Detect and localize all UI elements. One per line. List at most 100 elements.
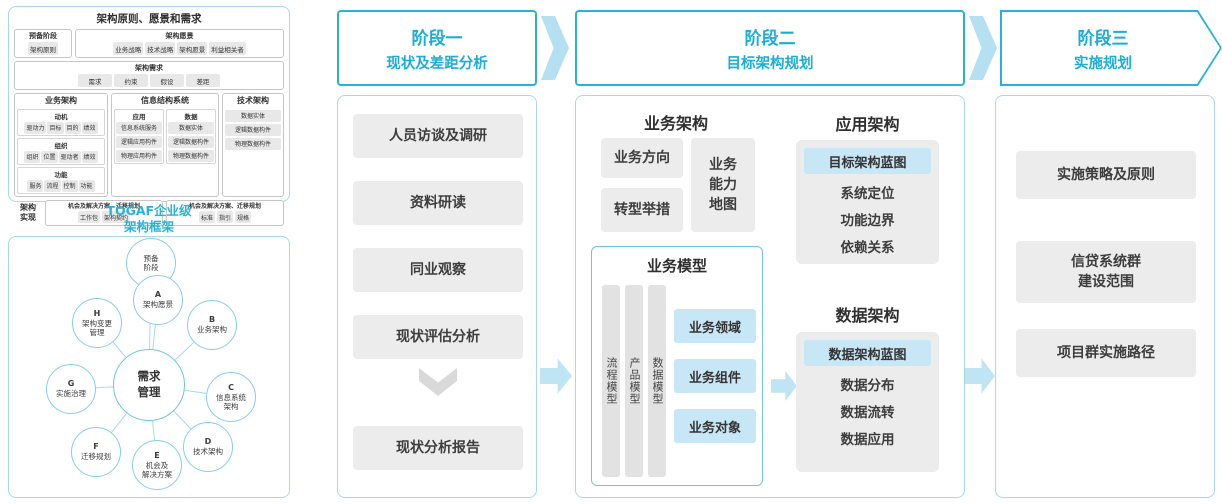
implementation-label: 架构 实现 [20,203,36,222]
data-group: 数据 数据实体 逻辑数据构件 物理数据构件 [166,108,216,164]
phase3-header: 阶段三 实施规划 [1002,12,1220,84]
opportunities-title-1: 机会及解决方案、迁移规划 [67,202,140,210]
requirement-item: 假设 [150,74,184,88]
business-component-box: 业务组件 [674,359,756,393]
application-group-title: 应用 [132,112,146,121]
application-item: 信息系统服务 [116,121,162,134]
data-item: 数据应用 [840,432,895,448]
adm-center-requirements: 需求 管理 [113,349,185,421]
adm-node-label: 信息系统 架构 [216,392,246,411]
business-domain-box: 业务领域 [674,309,756,343]
phase3-scope-box: 信贷系统群 建设范围 [1016,241,1196,303]
vision-item: 业务战略 [113,42,144,56]
opportunities-item: 工作包 [77,211,100,224]
information-systems-title: 信息结构系统 [141,96,189,106]
vision-item: 架构愿景 [177,42,208,56]
opportunities-item: 规格 [235,211,252,224]
phase1-name: 阶段一 [411,28,463,49]
opportunities-item: 标准 [198,211,215,224]
phase1-result-report: 现状分析报告 [353,426,523,470]
phase3-strategy-box: 实施策略及原则 [1016,151,1196,199]
implementation-row: 架构 实现 机会及解决方案、迁移规划 工作包 架构契约 机会及解决方案、迁移规划… [14,199,284,227]
phase1-header: 阶段一 现状及差距分析 [337,10,537,86]
adm-node-label: 业务架构 [197,325,227,335]
phase2-subtitle: 目标架构规划 [726,55,814,72]
phase1-panel: 人员访谈及调研 资料研读 同业观察 现状评估分析 现状分析报告 [337,95,537,498]
phase1-subtitle: 现状及差距分析 [386,55,488,72]
adm-node-letter: B [208,315,216,325]
vision-title: 架构愿景 [165,32,194,40]
phase3-subtitle: 实施规划 [1074,55,1132,72]
business-architecture-section-title: 业务架构 [643,114,708,133]
phase1-to-phase2-arrow-icon [540,358,572,394]
data-architecture-section-title: 数据架构 [835,306,900,325]
prep-vision-row: 预备阶段 架构原则 架构愿景 业务战略 技术战略 架构愿景 利益相关者 [14,29,284,59]
adm-node-label: 机会及 解决方案 [142,460,172,479]
business-capability-map-box: 业务 能力 地图 [691,138,755,232]
adm-node-label: 架构愿景 [143,300,173,310]
vision-box: 架构愿景 业务战略 技术战略 架构愿景 利益相关者 [75,29,284,59]
adm-node-e-opportunities: E 机会及 解决方案 [132,440,182,490]
function-item: 服务 [27,179,44,192]
requirements-box: 架构需求 需求 约束 假设 差距 [14,61,284,91]
function-item: 流程 [44,179,61,192]
phase-separator-chevron-icon [969,16,997,80]
transformation-initiatives-box: 转型举措 [601,188,683,232]
phase3-header-arrow: 阶段三 实施规划 [1000,10,1222,86]
application-item: 物理应用构件 [116,149,162,162]
function-item: 控制 [61,179,78,192]
business-object-box: 业务对象 [674,409,756,443]
adm-node-letter: A [154,290,162,300]
function-item: 功能 [78,179,95,192]
data-item: 逻辑数据构件 [168,135,214,148]
data-architecture-blueprint: 数据架构蓝图 [804,340,931,366]
requirement-item: 需求 [78,74,112,88]
business-model-panel: 业务模型 流程模型 产品模型 数据模型 业务领域 业务组件 业务对象 [591,246,763,486]
vision-item: 技术战略 [145,42,176,56]
product-model-box: 产品模型 [625,285,643,477]
adm-node-letter: E [154,450,160,460]
data-architecture-box: 数据架构蓝图 数据分布 数据流转 数据应用 [796,332,939,472]
requirement-item: 差距 [186,74,220,88]
data-item: 数据分布 [840,378,895,394]
opportunities-title-2: 机会及解决方案、迁移规划 [188,202,261,210]
principles-panel-title: 架构原则、愿景和需求 [96,13,202,25]
function-title: 功能 [54,170,68,179]
motivation-item: 目标 [47,121,64,134]
adm-node-label: 架构变更 管理 [82,318,112,337]
phase3-name: 阶段三 [1077,28,1129,49]
application-item: 功能边界 [840,213,895,229]
data-group-title: 数据 [184,112,198,121]
technology-architecture-title: 技术架构 [237,96,269,106]
adm-node-letter: F [93,442,99,452]
technology-item: 物理数据构件 [225,137,281,150]
adm-node-label: 迁移规划 [81,452,111,462]
down-arrow-icon [419,368,457,396]
adm-node-label: 实施治理 [56,389,86,399]
phase2-header: 阶段二 目标架构规划 [575,10,965,86]
organization-item: 绩效 [81,150,98,163]
togaf-framework-label: TOGAF企业级 架构框架 [106,203,192,235]
adm-node-c-information-systems: C 信息系统 架构 [206,372,256,422]
business-architecture-title: 业务架构 [45,96,77,106]
adm-node-label: 预备 阶段 [143,253,159,272]
application-group: 应用 信息系统服务 逻辑应用构件 物理应用构件 [114,108,164,164]
organization-group: 组织 组织 位置 驱动者 绩效 [17,137,105,165]
adm-node-h-change-management: H 架构变更 管理 [72,298,122,348]
data-item: 物理数据构件 [168,149,214,162]
business-model-title: 业务模型 [646,257,707,275]
information-systems-column: 信息结构系统 应用 信息系统服务 逻辑应用构件 物理应用构件 数据 数据实体 [111,93,219,197]
adm-node-letter: D [204,437,212,447]
adm-node-label: 技术架构 [193,447,223,457]
technology-item: 逻辑数据构件 [225,123,281,136]
business-to-application-arrow-icon [771,371,797,401]
phase2-panel: 业务架构 业务方向 业务 能力 地图 转型举措 业务模型 流程模型 产品模型 数… [575,95,965,498]
prep-phase-item: 架构原则 [28,42,58,56]
phase-separator-chevron-icon [541,16,569,80]
architecture-columns-row: 业务架构 动机 驱动力 目标 目的 绩效 组织 组织 位置 驱动者 [14,93,284,197]
opportunities-box-1: 机会及解决方案、迁移规划 工作包 架构契约 [45,199,163,227]
adm-node-b-business: B 业务架构 [187,300,237,350]
phase1-step-document-study: 资料研读 [353,181,523,225]
organization-title: 组织 [54,141,68,150]
